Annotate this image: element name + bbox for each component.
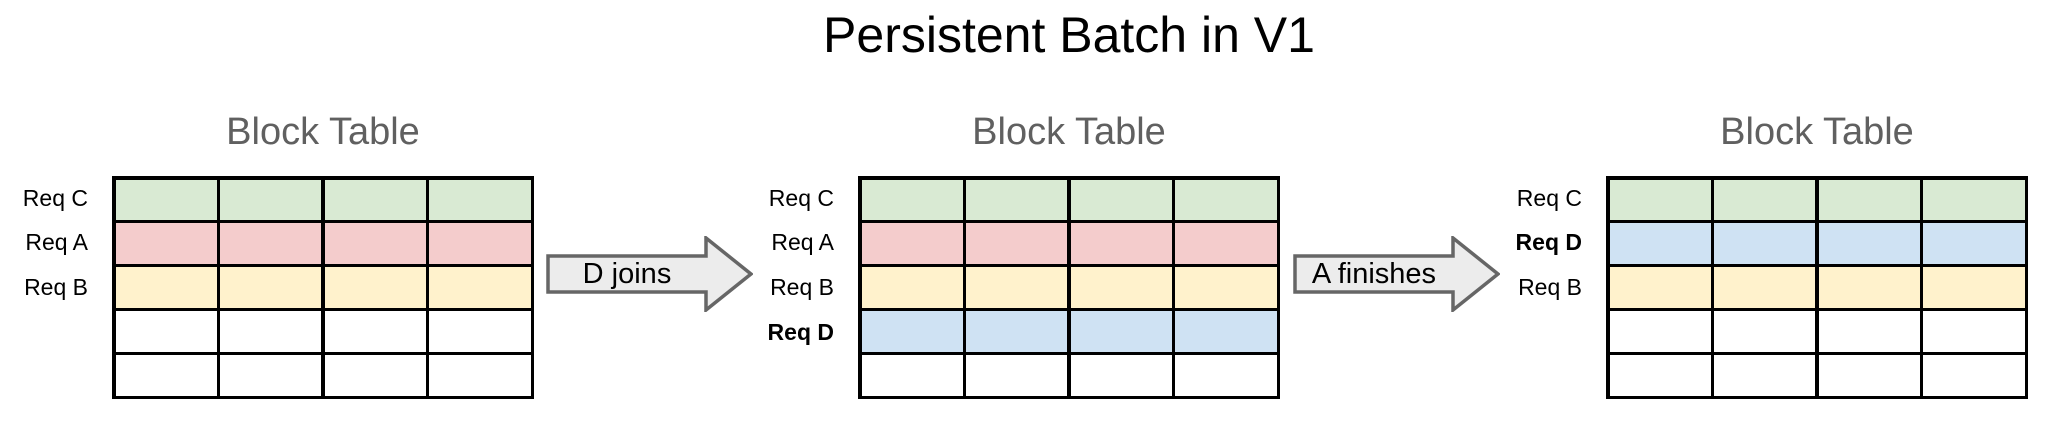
block-cell: [429, 311, 531, 352]
block-cell: [1070, 355, 1172, 396]
right-block-arrow-icon: [546, 236, 753, 312]
block-cell: [1923, 179, 2025, 220]
block-cell: [115, 267, 217, 308]
block-cell: [1609, 267, 1711, 308]
block-cell: [220, 311, 322, 352]
block-cell: [1609, 179, 1711, 220]
block-cell: [861, 267, 963, 308]
arrow-label-d-joins: D joins: [582, 257, 672, 290]
block-cell: [1714, 311, 1816, 352]
block-table-heading-2: Block Table: [972, 111, 1166, 153]
block-cell: [1818, 311, 1920, 352]
block-table-heading-3: Block Table: [1720, 111, 1914, 153]
row-label: [1472, 310, 1582, 355]
block-cell: [861, 179, 963, 220]
block-cell: [1818, 179, 1920, 220]
row-label: Req D: [1515, 229, 1582, 256]
block-cell: [1818, 223, 1920, 264]
block-cell: [115, 223, 217, 264]
block-cell: [1923, 223, 2025, 264]
block-cell: [1070, 179, 1172, 220]
slide-title: Persistent Batch in V1: [823, 7, 1315, 63]
block-cell: [324, 267, 426, 308]
block-cell: [429, 355, 531, 396]
row-label: Req B: [770, 273, 834, 300]
row-label: Req A: [25, 229, 88, 256]
block-cell: [429, 179, 531, 220]
block-table-grid-1: [112, 176, 534, 399]
row-label: Req B: [1518, 273, 1582, 300]
block-cell: [1175, 355, 1277, 396]
block-cell: [1070, 223, 1172, 264]
row-label: [0, 310, 88, 355]
row-label: [1472, 354, 1582, 399]
block-cell: [1175, 311, 1277, 352]
block-table-grid-2: [858, 176, 1280, 399]
row-label: Req C: [768, 184, 834, 211]
block-table-heading-1: Block Table: [226, 111, 420, 153]
block-cell: [1175, 179, 1277, 220]
block-cell: [220, 179, 322, 220]
block-cell: [1714, 179, 1816, 220]
block-cell: [429, 223, 531, 264]
block-cell: [1070, 267, 1172, 308]
block-cell: [1818, 267, 1920, 308]
block-cell: [1714, 267, 1816, 308]
block-cell: [1175, 267, 1277, 308]
block-cell: [220, 267, 322, 308]
block-cell: [1923, 267, 2025, 308]
block-cell: [1818, 355, 1920, 396]
row-labels-2: Req C Req A Req B Req D: [724, 176, 834, 399]
block-cell: [324, 311, 426, 352]
right-block-arrow-icon: [1293, 236, 1500, 312]
block-cell: [966, 267, 1068, 308]
block-cell: [861, 311, 963, 352]
block-cell: [324, 179, 426, 220]
block-cell: [1923, 355, 2025, 396]
block-cell: [115, 355, 217, 396]
row-labels-1: Req C Req A Req B: [0, 176, 88, 399]
block-cell: [324, 355, 426, 396]
block-cell: [1609, 355, 1711, 396]
block-cell: [966, 355, 1068, 396]
block-cell: [1609, 311, 1711, 352]
transition-arrow-a-finishes: A finishes: [1293, 236, 1500, 312]
block-cell: [966, 223, 1068, 264]
block-cell: [1923, 311, 2025, 352]
block-cell: [220, 223, 322, 264]
block-cell: [1714, 355, 1816, 396]
block-cell: [115, 311, 217, 352]
block-cell: [324, 223, 426, 264]
block-cell: [220, 355, 322, 396]
block-cell: [966, 179, 1068, 220]
block-table-grid-3: [1606, 176, 2028, 399]
block-cell: [429, 267, 531, 308]
block-cell: [1714, 223, 1816, 264]
block-cell: [861, 223, 963, 264]
row-label: Req A: [771, 229, 834, 256]
block-cell: [861, 355, 963, 396]
row-label: Req C: [1516, 184, 1582, 211]
block-cell: [966, 311, 1068, 352]
transition-arrow-d-joins: D joins: [546, 236, 753, 312]
block-cell: [1070, 311, 1172, 352]
block-cell: [1609, 223, 1711, 264]
row-label: Req C: [22, 184, 88, 211]
arrow-label-a-finishes: A finishes: [1311, 257, 1437, 290]
block-cell: [1175, 223, 1277, 264]
row-labels-3: Req C Req D Req B: [1472, 176, 1582, 399]
row-label: [0, 354, 88, 399]
row-label: Req D: [767, 318, 834, 345]
row-label: Req B: [24, 273, 88, 300]
block-cell: [115, 179, 217, 220]
row-label: [724, 354, 834, 399]
